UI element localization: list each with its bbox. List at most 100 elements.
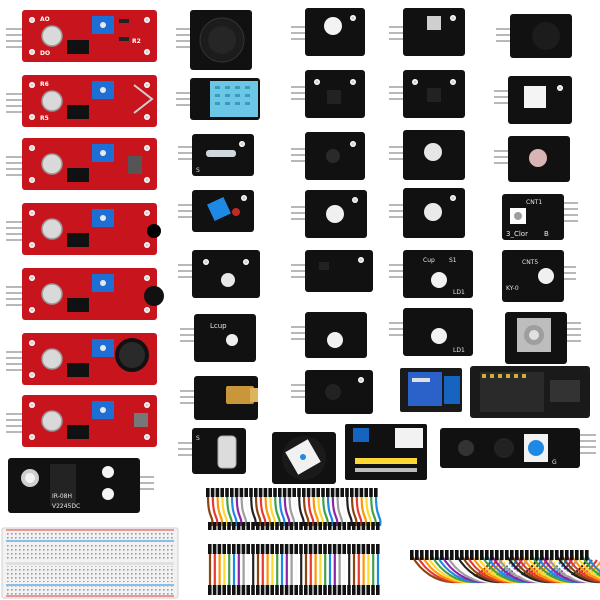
dupont-connector (335, 488, 340, 497)
label-3color: 3_Clor (506, 230, 528, 238)
dupont-connector (435, 550, 439, 560)
dupont-connector (376, 585, 380, 595)
dupont-connector (246, 585, 250, 595)
dupont-connector (212, 522, 217, 530)
joystick-module (176, 10, 252, 70)
dupont-connector (347, 544, 351, 554)
label-r6: R6 (40, 81, 49, 88)
dupont-wires-top (206, 488, 382, 530)
dupont-connector (371, 544, 375, 554)
dupont-connector (545, 550, 549, 560)
wire (283, 495, 291, 527)
dupont-connector (206, 488, 210, 497)
dupont-connector (256, 544, 260, 554)
wire (350, 495, 358, 527)
dupont-connector (297, 488, 301, 497)
dupont-connector (376, 522, 380, 530)
label-ir: IR-08H (52, 493, 72, 500)
wire (293, 495, 300, 527)
dupont-connector (289, 544, 294, 554)
wire (274, 495, 281, 527)
wire (341, 495, 348, 527)
dupont-connector (342, 544, 346, 554)
dupont-connector (530, 550, 534, 560)
dupont-connector (366, 522, 370, 530)
dupont-connector (366, 544, 370, 554)
dupont-connector (470, 550, 474, 560)
dupont-connector (313, 585, 318, 595)
dupont-connector (515, 550, 519, 560)
7-color-flash-module: CNT5 KY-0 (502, 250, 576, 302)
rotary-encoder-module (505, 312, 581, 364)
dupont-connector (280, 544, 284, 554)
dupont-connector (299, 585, 303, 595)
dupont-connector (318, 522, 322, 530)
small-led-module: Lcup (180, 314, 256, 362)
dupont-connector (222, 544, 226, 554)
label-do: DO (40, 50, 50, 57)
dupont-connector (220, 488, 224, 497)
dupont-connector (328, 585, 332, 595)
dupont-connector (289, 585, 294, 595)
led-module-c4-4 (389, 188, 465, 238)
sensor-module-c3-2 (291, 70, 365, 118)
dupont-connector (361, 544, 366, 554)
dupont-connector (304, 522, 308, 530)
dupont-connector (225, 488, 229, 497)
dupont-connector (265, 544, 270, 554)
dupont-connector (304, 585, 308, 595)
dupont-connector (278, 488, 282, 497)
dupont-connector (490, 550, 494, 560)
dupont-connector (326, 488, 330, 497)
dupont-connector (366, 585, 370, 595)
dupont-connector (364, 488, 368, 497)
line-tracking-module: G (440, 428, 596, 468)
sensor-module-c3-7 (291, 370, 373, 414)
dupont-connector (268, 488, 272, 497)
dupont-connector (241, 544, 246, 554)
dupont-connector (359, 488, 364, 497)
label-r2: R2 (132, 38, 141, 45)
dupont-connector (352, 522, 356, 530)
dupont-connector (284, 522, 289, 530)
dupont-connector (445, 550, 449, 560)
tilt-switch-module (178, 190, 254, 232)
dupont-connector (560, 550, 564, 560)
dupont-connector (430, 550, 434, 560)
dupont-connector (356, 585, 361, 595)
dupont-connector (361, 522, 366, 530)
label-voltage: V2245DC (52, 503, 80, 510)
dupont-connector (342, 522, 346, 530)
wire (561, 555, 600, 583)
dupont-connector (328, 544, 332, 554)
led-module-c4-3 (389, 130, 465, 180)
dupont-connector (332, 522, 337, 530)
dupont-connector (208, 544, 212, 554)
label-ky: KY-0 (506, 285, 519, 292)
dupont-connector (280, 522, 284, 530)
wire (336, 495, 344, 527)
wire (571, 555, 600, 581)
dupont-connector (475, 550, 479, 560)
dupont-connector (260, 544, 265, 554)
wire (259, 495, 267, 527)
dupont-connector (460, 550, 464, 560)
dupont-connector (251, 522, 255, 530)
dupont-connector (275, 522, 279, 530)
label-b: B (544, 230, 549, 238)
dupont-connector (284, 544, 289, 554)
dupont-connector (263, 488, 268, 497)
red-sensor-board-4 (6, 203, 161, 255)
dupont-connector (232, 522, 236, 530)
red-sensor-board-7 (6, 395, 157, 447)
dupont-connector (323, 585, 327, 595)
breadboard (1, 527, 179, 599)
dupont-connector (565, 550, 569, 560)
dupont-connector (495, 550, 499, 560)
light-cup-module (494, 136, 570, 182)
dupont-connector (232, 544, 236, 554)
dual-color-led-module-1: Cup S1 LD1 (389, 250, 473, 298)
dupont-connector (425, 550, 429, 560)
dupont-connector (371, 585, 375, 595)
dupont-connector (236, 585, 241, 595)
